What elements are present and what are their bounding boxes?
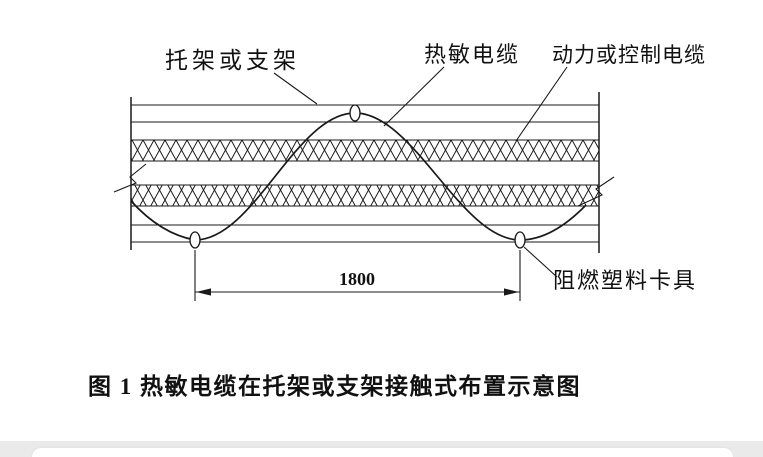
label-sensor-cable: 热敏电缆 xyxy=(424,42,520,67)
dimension-arrow-right xyxy=(504,288,519,296)
figure-caption: 图 1 热敏电缆在托架或支架接触式布置示意图 xyxy=(88,373,581,399)
dimension-arrow-left xyxy=(196,288,211,296)
leader-power-cable xyxy=(515,66,568,142)
dimension-1800: 1800 xyxy=(194,250,521,301)
label-power-cable: 动力或控制电缆 xyxy=(552,43,706,67)
dimension-text: 1800 xyxy=(339,269,375,289)
clamp-circle-top xyxy=(349,104,361,122)
clamp-circles xyxy=(189,104,526,249)
clamp-circle-left xyxy=(189,231,201,249)
figure-diagram: 1800 托架或支架 热敏电缆 动力或控制电缆 阻燃塑料卡具 图 1 热敏电缆在… xyxy=(88,42,706,399)
break-mark-right xyxy=(577,176,615,207)
label-clamp: 阻燃塑料卡具 xyxy=(553,268,697,293)
leader-bracket xyxy=(273,72,318,105)
power-cable-band-top xyxy=(131,140,599,161)
next-page-edge xyxy=(32,448,733,457)
label-bracket: 托架或支架 xyxy=(165,48,300,73)
leader-lines xyxy=(273,66,568,278)
leader-clamp xyxy=(523,246,558,278)
power-cable-band-bottom xyxy=(131,185,599,206)
bottom-page-strip xyxy=(0,441,763,457)
tray-side-rails xyxy=(130,92,600,253)
tray-lines xyxy=(131,104,599,243)
sensor-cable-wave xyxy=(130,112,587,241)
break-mark-left xyxy=(113,163,147,193)
clamp-circle-right xyxy=(514,231,526,249)
leader-sensor-cable xyxy=(383,66,445,127)
